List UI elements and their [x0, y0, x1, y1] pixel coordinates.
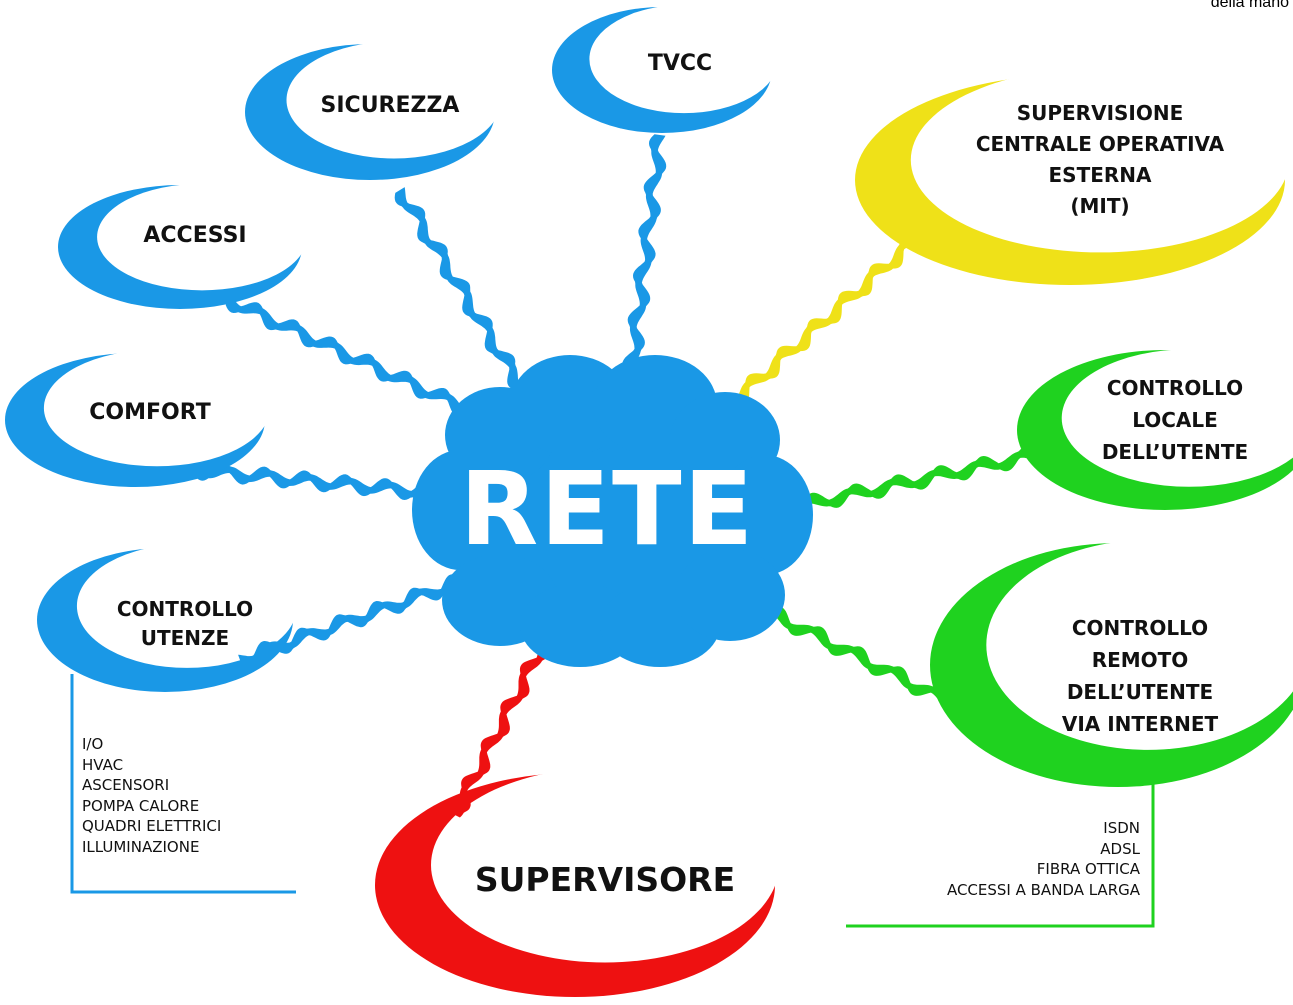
moon-supervisione-shape: [855, 75, 1285, 285]
cloud-lobe: [412, 450, 508, 570]
connector-controllo-remoto: [742, 595, 948, 705]
moon-controllo-remoto: [930, 543, 1293, 787]
node-shapes: [4, 7, 1293, 997]
moon-comfort: [4, 352, 266, 488]
node-supervisione-line-3: ESTERNA: [1048, 163, 1152, 187]
moon-tvcc-shape: [552, 7, 772, 133]
node-supervisione: SUPERVISIONE CENTRALE OPERATIVA ESTERNA …: [935, 98, 1265, 222]
utenze-bracket: [70, 674, 296, 894]
node-accessi-line-1: ACCESSI: [143, 223, 247, 248]
utenze-item: POMPA CALORE: [82, 796, 200, 815]
moon-controllo-locale-shape: [1017, 350, 1293, 510]
connector-comfort: [194, 462, 479, 504]
node-controllo-utenze: CONTROLLO UTENZE: [80, 595, 290, 653]
moon-accessi-shape: [58, 185, 302, 309]
center-label: RETE: [459, 450, 756, 569]
node-controllo-remoto-line-3: DELL’UTENTE: [1066, 680, 1214, 704]
node-supervisione-line-1: SUPERVISIONE: [1016, 101, 1184, 125]
cloud-lobe: [675, 549, 785, 641]
node-controllo-locale-line-1: CONTROLLO: [1106, 376, 1244, 400]
utenze-item: QUADRI ELETTRICI: [82, 817, 222, 835]
node-supervisione-line-4: (MIT): [1070, 194, 1130, 218]
node-comfort: COMFORT: [60, 397, 240, 428]
node-controllo-locale: CONTROLLO LOCALE DELL’UTENTE: [1060, 372, 1290, 468]
node-controllo-remoto-line-4: VIA INTERNET: [1061, 712, 1219, 736]
moon-sicurezza-shape: [245, 44, 495, 180]
connector-controllo-utenze: [238, 574, 467, 668]
node-supervisore: SUPERVISORE: [440, 860, 770, 900]
remoto-bracket: [846, 776, 1155, 928]
node-tvcc-line-1: TVCC: [647, 51, 713, 76]
center-cloud: [412, 355, 813, 667]
remoto-item: ACCESSI A BANDA LARGA: [946, 880, 1140, 899]
remoto-item: ADSL: [1100, 839, 1140, 858]
node-accessi: ACCESSI: [110, 220, 280, 251]
node-controllo-remoto: CONTROLLO REMOTO DELL’UTENTE VIA INTERNE…: [1010, 612, 1270, 740]
node-controllo-remoto-line-1: CONTROLLO: [1071, 616, 1209, 640]
moon-accessi: [58, 185, 302, 309]
connector-supervisore: [450, 622, 558, 818]
moon-comfort-shape: [4, 352, 266, 488]
utenze-item: ASCENSORI: [82, 776, 170, 794]
node-controllo-utenze-line-1: CONTROLLO: [116, 597, 254, 621]
brackets: [70, 674, 1155, 928]
utenze-item: HVAC: [82, 755, 124, 774]
utenze-item: I/O: [82, 735, 104, 753]
node-sicurezza: SICUREZZA: [290, 90, 490, 121]
connector-supervisione: [726, 235, 919, 410]
connector-tvcc: [622, 134, 667, 401]
connector-controllo-locale: [778, 446, 1037, 518]
corner-note: della mano: [1210, 0, 1289, 11]
utenze-item: ILLUMINAZIONE: [82, 837, 200, 856]
node-tvcc: TVCC: [600, 48, 760, 79]
node-sicurezza-line-1: SICUREZZA: [320, 93, 460, 118]
connectors: [194, 134, 1037, 818]
moon-tvcc: [552, 7, 772, 133]
node-controllo-locale-line-2: LOCALE: [1132, 408, 1218, 432]
node-comfort-line-1: COMFORT: [89, 400, 211, 425]
remoto-item: FIBRA OTTICA: [1036, 860, 1140, 878]
moon-controllo-remoto-shape: [930, 543, 1293, 787]
node-controllo-locale-line-3: DELL’UTENTE: [1101, 440, 1249, 464]
moon-supervisione: [855, 75, 1285, 285]
moon-supervisore: [375, 773, 775, 997]
cloud-lobe: [717, 455, 813, 575]
connector-sicurezza: [394, 187, 540, 413]
moon-sicurezza: [245, 44, 495, 180]
moon-controllo-utenze-shape: [37, 548, 293, 692]
node-controllo-utenze-line-2: UTENZE: [140, 626, 230, 650]
node-controllo-remoto-line-2: REMOTO: [1091, 648, 1189, 672]
moon-controllo-locale: [1017, 350, 1293, 510]
connector-accessi: [225, 295, 493, 425]
moon-supervisore-shape: [375, 773, 775, 997]
moon-controllo-utenze: [37, 548, 293, 692]
remoto-item: ISDN: [1103, 819, 1140, 837]
node-supervisore-line-1: SUPERVISORE: [474, 860, 736, 899]
cloud-lobe: [510, 355, 630, 455]
remoto-sublist: ISDN ADSL FIBRA OTTICA ACCESSI A BANDA L…: [850, 818, 1140, 900]
utenze-sublist: I/O HVAC ASCENSORI POMPA CALORE QUADRI E…: [82, 734, 221, 857]
node-supervisione-line-2: CENTRALE OPERATIVA: [975, 132, 1225, 156]
